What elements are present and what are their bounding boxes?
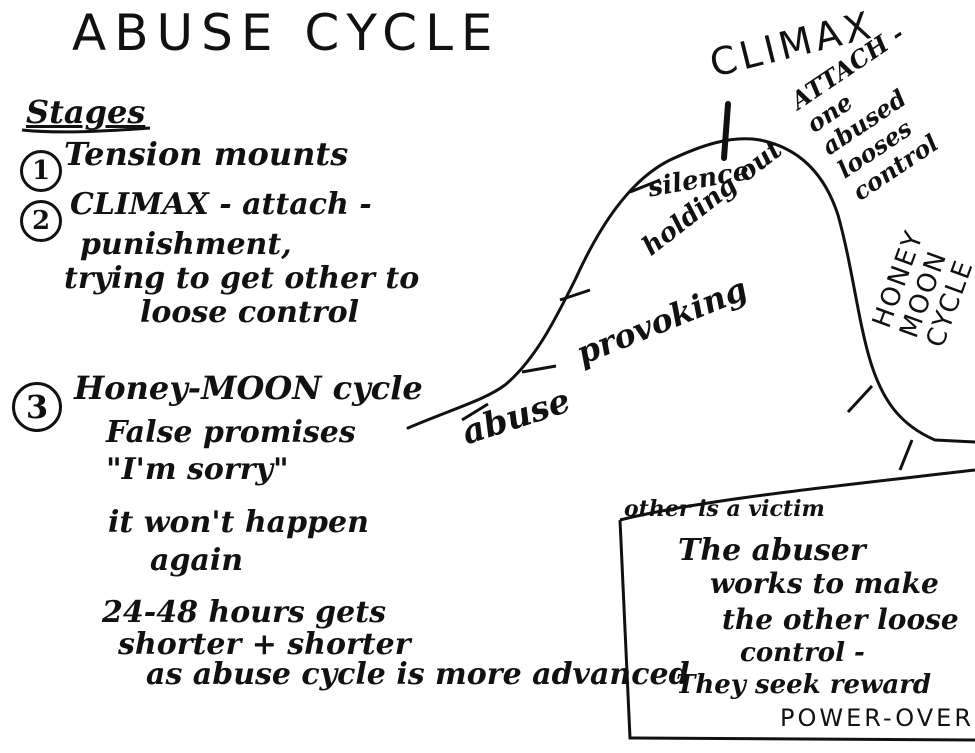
duration-note-line: shorter + shorter [118,627,411,662]
tick-honeymoon [846,384,874,414]
cycle-curve [406,137,975,444]
note-box-outline [618,439,975,742]
tick-holding [559,288,591,302]
stage1-text: Tension mounts [64,135,349,173]
stage3-line: Honey-MOON cycle [74,369,423,407]
stages-underline [21,126,151,134]
stage3-line: "I'm sorry" [106,452,289,487]
stage2-line: CLIMAX - attach - [70,187,372,222]
tick-silence [629,178,661,194]
note-box-line: The abuser [678,533,866,568]
note-box-line: They seek reward [676,670,932,700]
stage1-number: 1 [20,150,62,192]
stage3-line: it won't happen [108,505,369,540]
tick-climax [721,101,731,161]
tick-abuse [461,402,489,422]
stages-heading: Stages [26,93,146,131]
note-box-line: POWER-OVER [780,704,975,732]
stage3-line: again [150,543,244,578]
note-box-heading: other is a victim [624,496,825,522]
duration-note-line: as abuse cycle is more advanced [146,657,690,692]
stage3-line: False promises [106,415,356,450]
duration-note-line: 24-48 hours gets [102,595,386,630]
note-box-line: control - [740,638,865,668]
diagram-title: ABUSE CYCLE [72,4,501,62]
note-box-line: the other loose [722,603,959,636]
note-box-line: works to make [710,567,939,600]
tick-provoking [521,364,557,374]
stage2-line: punishment, [80,227,292,262]
stage3-number: 3 [12,382,62,432]
stage2-number: 2 [20,200,62,242]
stage2-line: trying to get other to [64,261,420,296]
stage2-line: loose control [140,295,359,330]
